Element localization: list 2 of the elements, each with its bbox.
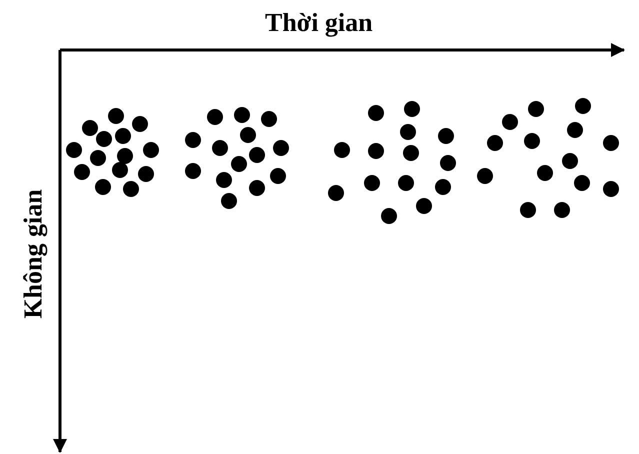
axis-label: Thời gian — [265, 10, 373, 36]
axis-label: Không gian — [20, 189, 47, 319]
